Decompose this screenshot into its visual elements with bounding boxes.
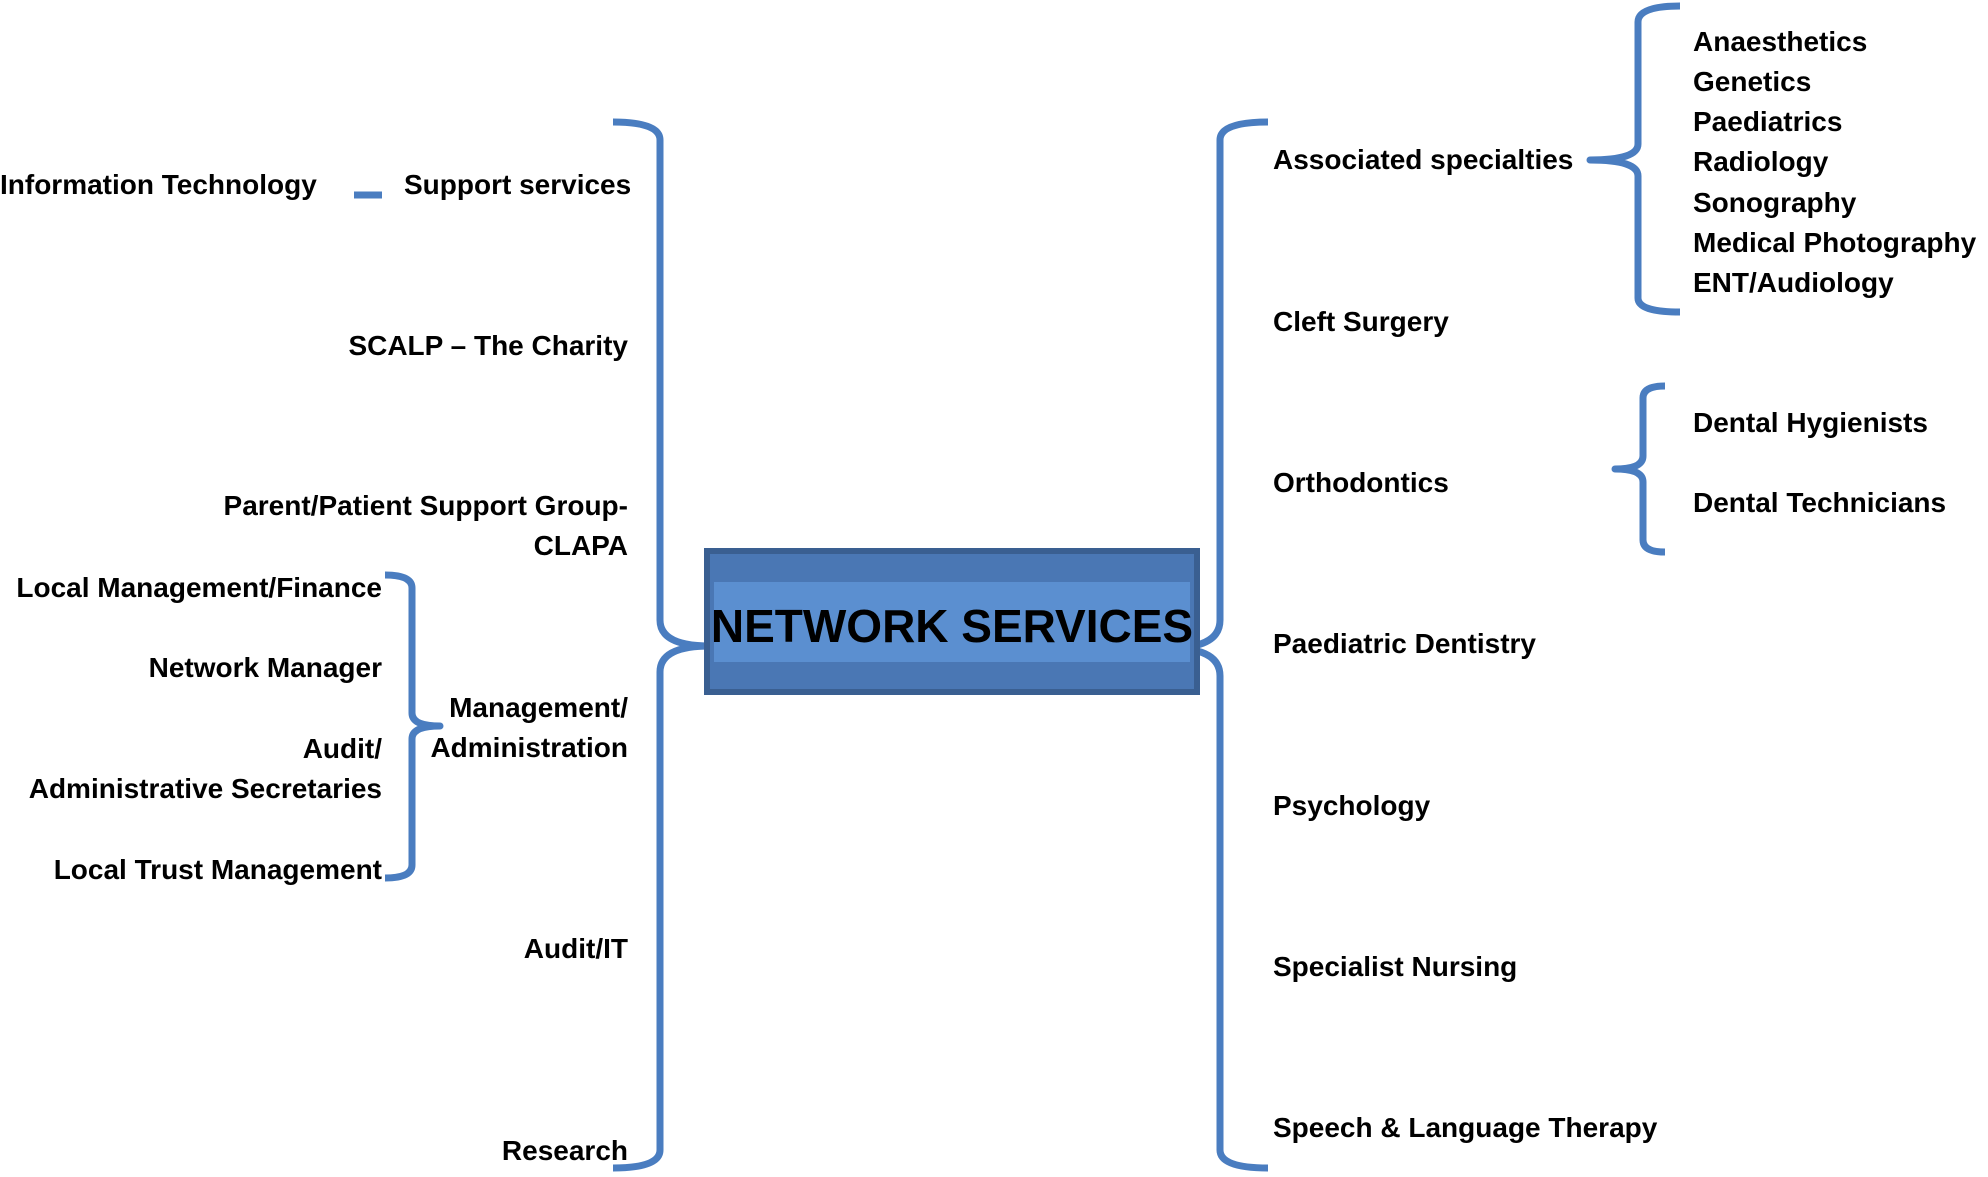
genetics-label: Genetics [1693,66,1812,97]
specialist-nursing-label: Specialist Nursing [1273,951,1518,982]
psychology-label: Psychology [1273,790,1431,821]
management-label-line1: Management/ [449,692,628,723]
orthodontics-label: Orthodontics [1273,467,1449,498]
orthodontics-bracket [1611,382,1666,556]
local-management-finance-label: Local Management/Finance [16,572,382,603]
dental-hygienists-label: Dental Hygienists [1693,407,1928,438]
paediatric-dentistry-label: Paediatric Dentistry [1273,628,1536,659]
network-services-title: NETWORK SERVICES [710,600,1194,652]
administrative-secretaries-label: Administrative Secretaries [28,773,382,804]
parent-support-label-line2: CLAPA [533,530,628,561]
network-manager-label: Network Manager [148,652,382,683]
support-services-label: Support services [404,169,632,200]
audit-label: Audit/ [302,733,382,764]
sonography-label: Sonography [1693,187,1857,218]
management-label-line2: Administration [430,732,628,763]
speech-language-therapy-label: Speech & Language Therapy [1273,1112,1658,1143]
ent-audiology-label: ENT/Audiology [1693,267,1894,298]
management-bracket [384,571,444,882]
radiology-label: Radiology [1693,146,1829,177]
anaesthetics-label: Anaesthetics [1693,26,1868,57]
medical-photography-label: Medical Photography [1693,227,1977,258]
information-technology-label: Information Technology [0,169,317,200]
dental-technicians-label: Dental Technicians [1693,487,1947,518]
research-label: Research [501,1135,628,1166]
scalp-charity-label: SCALP – The Charity [348,330,628,361]
paediatrics-label: Paediatrics [1693,106,1843,137]
parent-support-label-line1: Parent/Patient Support Group- [223,490,628,521]
associated-specialties-label: Associated specialties [1273,144,1574,175]
network-services-box-inner [714,582,1190,662]
local-trust-management-label: Local Trust Management [53,854,382,885]
associated-bracket [1586,2,1681,316]
left-main-bracket [612,118,714,1172]
audit-it-label: Audit/IT [523,933,628,964]
cleft-surgery-label: Cleft Surgery [1273,306,1449,337]
network-services-box: NETWORK SERVICES [704,548,1200,695]
